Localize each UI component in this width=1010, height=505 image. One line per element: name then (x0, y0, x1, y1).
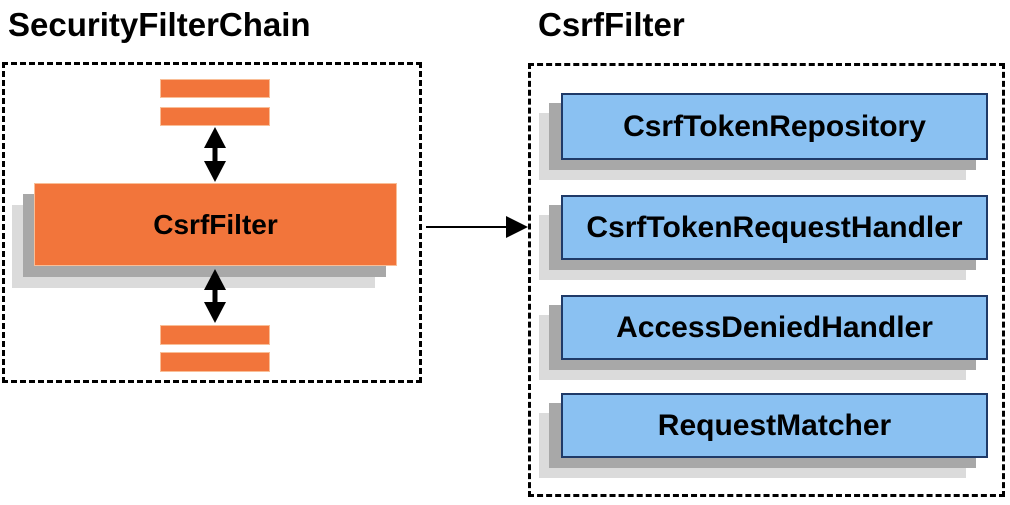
component-box-csrf-token-request-handler: CsrfTokenRequestHandler (561, 195, 988, 260)
security-filter-chain-container: CsrfFilter (2, 62, 422, 383)
component-box-label: RequestMatcher (657, 408, 892, 442)
filter-placeholder-bar (160, 107, 270, 126)
filter-placeholder-bar (160, 79, 270, 98)
csrf-filter-box-label: CsrfFilter (153, 208, 278, 240)
arrow-head-right (506, 216, 528, 238)
component-box-label: CsrfTokenRepository (623, 109, 926, 143)
component-box-csrf-token-repository: CsrfTokenRepository (561, 93, 988, 160)
csrf-filter-components-container: CsrfTokenRepository CsrfTokenRequestHand… (528, 63, 1005, 497)
security-filter-chain-title: SecurityFilterChain (8, 6, 311, 43)
csrf-filter-box: CsrfFilter (34, 183, 397, 266)
csrf-filter-title: CsrfFilter (538, 6, 685, 43)
component-box-label: AccessDeniedHandler (616, 310, 933, 344)
filter-placeholder-bar (160, 325, 270, 345)
right-arrow-icon (426, 216, 528, 238)
component-box-request-matcher: RequestMatcher (561, 393, 988, 458)
component-box-access-denied-handler: AccessDeniedHandler (561, 295, 988, 360)
filter-placeholder-bar (160, 352, 270, 372)
component-box-label: CsrfTokenRequestHandler (586, 210, 963, 244)
